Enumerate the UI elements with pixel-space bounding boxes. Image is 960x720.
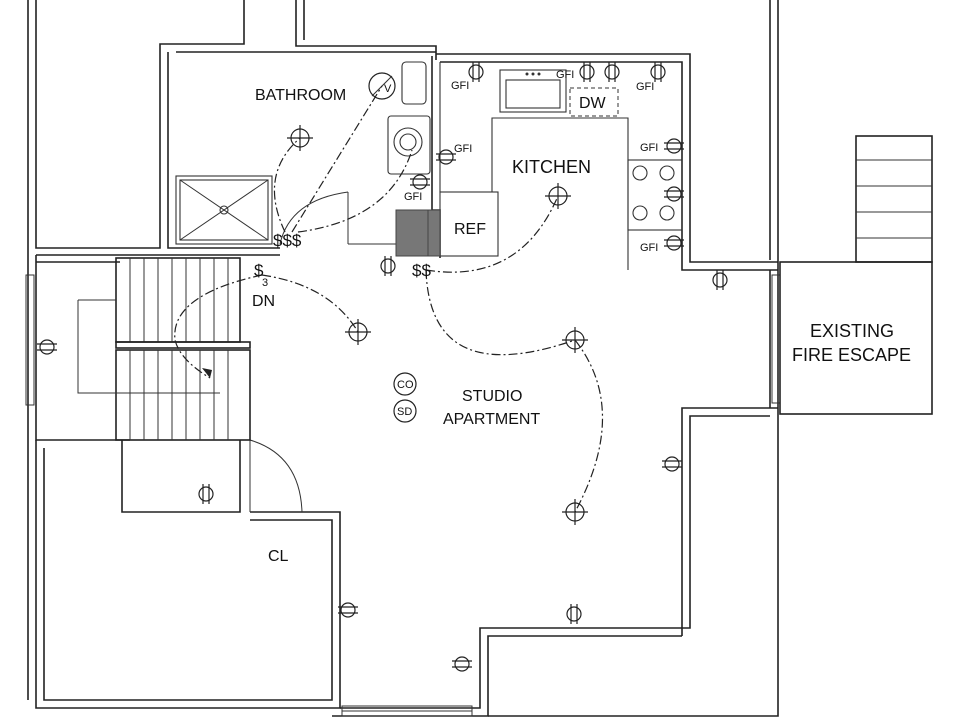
- gfi-label: GFI: [556, 69, 574, 81]
- outlet-icon: [566, 604, 582, 624]
- gfi-label: GFI: [451, 80, 469, 92]
- outlet-icon: [604, 62, 620, 82]
- outlet-icon: [198, 484, 214, 504]
- studio-label-line2: APARTMENT: [443, 411, 540, 428]
- light-fixture-icon: [562, 499, 588, 525]
- bathroom-switch-bank: $$$: [273, 231, 302, 250]
- bathroom-fixtures: V: [175, 61, 431, 245]
- room-labels: BATHROOM KITCHEN DN STUDIO APARTMENT CL …: [252, 87, 911, 565]
- kitchen-switch-bank: $$: [412, 261, 431, 280]
- kitchen-sink: [499, 69, 567, 113]
- outlet-icon: [380, 256, 396, 276]
- gfi-label: GFI: [640, 142, 658, 154]
- smoke-detector-icon: [393, 399, 417, 423]
- co-detector-label: CO: [397, 379, 414, 391]
- gfi-labels: GFI GFI GFI GFI GFI GFI GFI: [404, 69, 658, 254]
- gfi-label: GFI: [640, 242, 658, 254]
- dishwasher-label: DW: [579, 95, 607, 112]
- outlet-icon: [436, 149, 456, 165]
- stair-switch: $: [254, 261, 264, 280]
- outlet-icon: [650, 62, 666, 82]
- stair-direction-label: DN: [252, 293, 275, 310]
- refrigerator-label: REF: [454, 221, 486, 238]
- stove: [627, 159, 683, 231]
- outlet-icon: [579, 62, 595, 82]
- fire-escape-label-line1: EXISTING: [810, 321, 894, 341]
- switches: $$$ $$ $ 3: [254, 231, 431, 289]
- outlet-icon: [664, 186, 684, 202]
- fire-escape: [779, 135, 933, 415]
- light-fixture-icon: [345, 319, 371, 345]
- outlet-icon: [664, 235, 684, 251]
- outlet-icon: [662, 456, 682, 472]
- light-fixture-icon: [562, 327, 588, 353]
- walls: [25, 0, 781, 717]
- outlet-icon: [468, 62, 484, 82]
- vent-fan-icon: [368, 72, 396, 100]
- vent-fan-label: V: [384, 83, 392, 95]
- bathroom-label: BATHROOM: [255, 87, 346, 104]
- outlet-icon: [664, 138, 684, 154]
- detectors: CO SD: [393, 372, 417, 423]
- studio-label-line1: STUDIO: [462, 388, 522, 405]
- kitchen-fixtures: DW REF: [395, 62, 683, 270]
- gfi-label: GFI: [636, 81, 654, 93]
- fire-escape-label-line2: FIRE ESCAPE: [792, 345, 911, 365]
- circuit-wiring: [261, 85, 604, 513]
- outlet-icon: [712, 270, 728, 290]
- kitchen-label: KITCHEN: [512, 157, 591, 177]
- smoke-detector-label: SD: [397, 406, 412, 418]
- dishwasher: [569, 87, 619, 117]
- bathroom-sink: [401, 61, 427, 105]
- light-fixture-icon: [545, 183, 571, 209]
- outlet-icon: [37, 339, 57, 355]
- stair-arrow-icon: [202, 368, 212, 378]
- outlet-icon: [338, 602, 358, 618]
- light-fixture-icon: [287, 125, 313, 151]
- outlet-icon: [410, 174, 430, 190]
- shower-stall: [175, 175, 273, 245]
- stair-switch-subscript: 3: [262, 277, 268, 289]
- gfi-label: GFI: [454, 143, 472, 155]
- outlets: [37, 62, 728, 672]
- co-detector-icon: [393, 372, 417, 396]
- gfi-label: GFI: [404, 191, 422, 203]
- staircase: [77, 257, 263, 441]
- toilet: [387, 115, 431, 175]
- outlet-icon: [452, 656, 472, 672]
- ceiling-lights: [287, 125, 588, 525]
- closet-label: CL: [268, 548, 289, 565]
